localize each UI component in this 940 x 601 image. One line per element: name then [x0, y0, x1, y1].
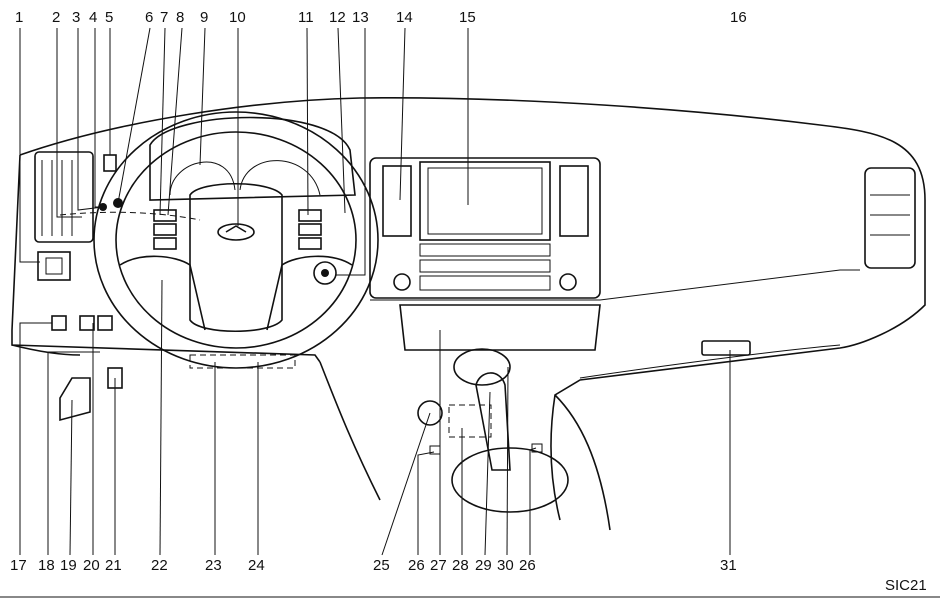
callout-26b: 26 [519, 557, 536, 574]
callout-1: 1 [15, 9, 23, 26]
callout-31: 31 [720, 557, 737, 574]
callout-25: 25 [373, 557, 390, 574]
steering-wheel [93, 111, 379, 369]
callout-3: 3 [72, 9, 80, 26]
figure-code: SIC21 [885, 577, 927, 594]
meter-cluster [149, 116, 356, 201]
right-vent [864, 167, 916, 269]
center-stack [369, 157, 601, 299]
callout-19: 19 [60, 557, 77, 574]
bottom-callouts: 17 18 19 20 21 22 23 24 25 26 27 28 29 3… [10, 557, 737, 574]
callout-6: 6 [145, 9, 153, 26]
callout-15: 15 [459, 9, 476, 26]
callout-11: 11 [298, 9, 314, 26]
callout-24: 24 [248, 557, 265, 574]
lower-left-switches [51, 315, 123, 422]
callout-7: 7 [160, 9, 168, 26]
switch-5 [103, 154, 117, 172]
top-leader-lines [19, 27, 469, 276]
callout-21: 21 [105, 557, 122, 574]
callout-22: 22 [151, 557, 168, 574]
top-callouts: 1 2 3 4 5 6 7 8 9 10 11 12 13 14 15 16 [15, 9, 747, 26]
callout-29: 29 [475, 557, 492, 574]
callout-20: 20 [83, 557, 100, 574]
callout-9: 9 [200, 9, 208, 26]
callout-18: 18 [38, 557, 55, 574]
bottom-leader-lines [19, 279, 731, 556]
steering-switches-right [298, 209, 322, 250]
callout-5: 5 [105, 9, 113, 26]
left-vent [34, 151, 94, 281]
ignition-switch [313, 261, 337, 285]
callout-13: 13 [352, 9, 369, 26]
callout-12: 12 [329, 9, 346, 26]
callout-17: 17 [10, 557, 27, 574]
callout-23: 23 [205, 557, 222, 574]
callout-28: 28 [452, 557, 469, 574]
center-console [399, 304, 601, 513]
callout-14: 14 [396, 9, 413, 26]
callout-4: 4 [89, 9, 97, 26]
callout-10: 10 [229, 9, 246, 26]
dashboard-outline [11, 97, 926, 531]
callout-8: 8 [176, 9, 184, 26]
callout-2: 2 [52, 9, 60, 26]
steering-switches-left [153, 209, 177, 250]
callout-26a: 26 [408, 557, 425, 574]
glove-box-handle [701, 340, 751, 356]
callout-30: 30 [497, 557, 514, 574]
callout-16: 16 [730, 9, 747, 26]
callout-27: 27 [430, 557, 447, 574]
